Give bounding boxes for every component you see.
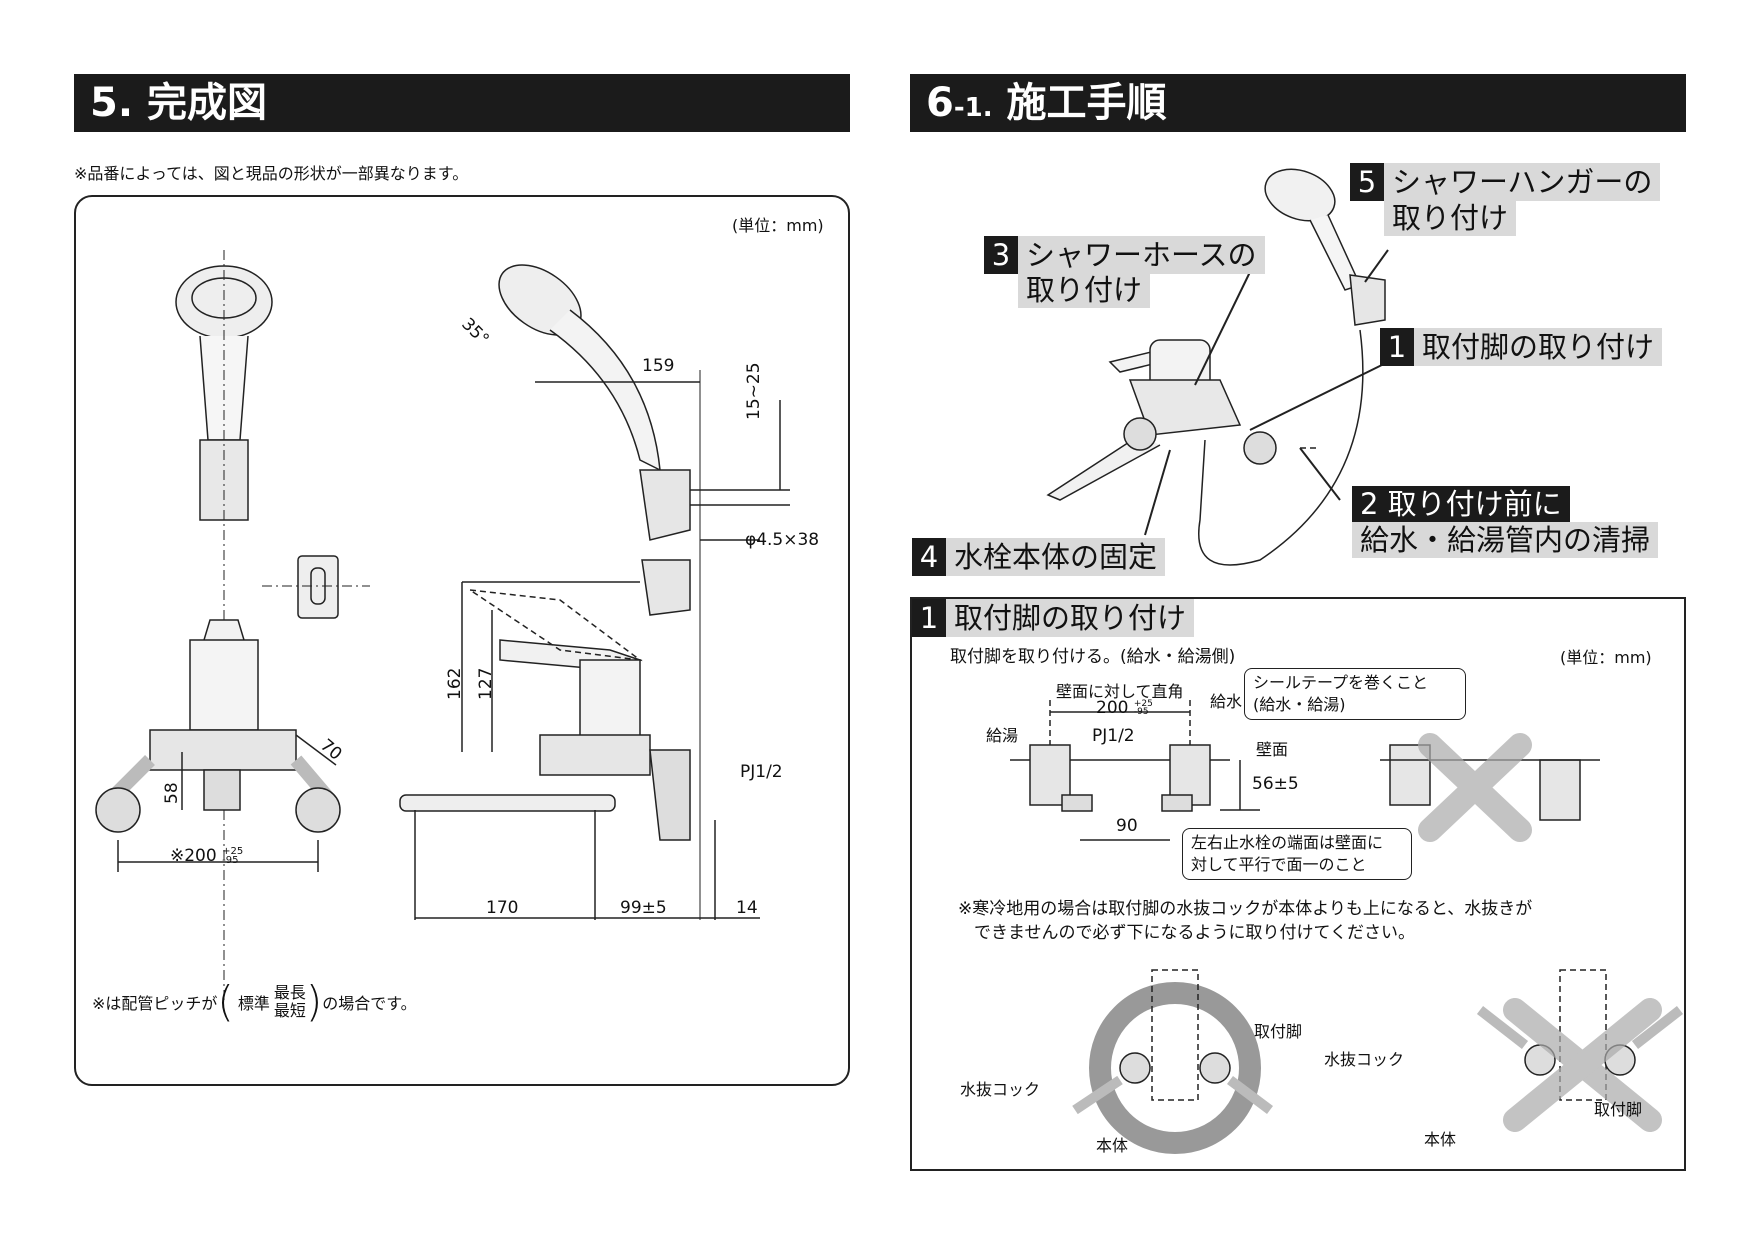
label-body-correct: 本体 bbox=[1096, 1136, 1129, 1155]
label-56: 56±5 bbox=[1252, 774, 1299, 794]
section-sub-number: -1. bbox=[953, 93, 993, 123]
hanger-bracket bbox=[297, 555, 339, 619]
section-5-header: 5. 完成図 bbox=[74, 74, 850, 132]
label-drain-wrong: 水抜コック bbox=[1324, 1050, 1405, 1069]
label-perpendicular: 壁面に対して直角 bbox=[1056, 682, 1184, 701]
label-supply: 給水 bbox=[1210, 692, 1243, 711]
wrong-leg-cold bbox=[1539, 759, 1581, 821]
cross-mark-1 bbox=[1418, 733, 1532, 842]
label-body-wrong: 本体 bbox=[1424, 1130, 1457, 1149]
label-200: 200 +25 -95 bbox=[1096, 698, 1153, 718]
section-6-1-header: 6-1. 施工手順 bbox=[910, 74, 1686, 132]
callout-parallel: 左右止水栓の端面は壁面に 対して平行で面一のこと bbox=[1182, 828, 1412, 880]
correct-orientation-ring bbox=[1089, 982, 1261, 1154]
detail-subtitle: 取付脚を取り付ける。(給水・給湯側) bbox=[950, 647, 1236, 667]
unit-label: (単位：mm) bbox=[732, 216, 824, 235]
section-number: 6 bbox=[926, 80, 954, 126]
step-5-label-line2: 取り付け bbox=[1384, 200, 1517, 236]
section-title: 施工手順 bbox=[1006, 80, 1167, 126]
product-variation-note: ※品番によっては、図と現品の形状が一部異なります。 bbox=[74, 164, 469, 183]
dim-pj: PJ1/2 bbox=[740, 762, 783, 782]
leg-left-front bbox=[95, 787, 141, 833]
dim-159: 159 bbox=[642, 356, 675, 376]
spout bbox=[399, 794, 616, 812]
cross-mark-2 bbox=[1503, 998, 1662, 1132]
label-leg-correct: 取付脚 bbox=[1254, 1022, 1303, 1041]
shower-hose bbox=[1198, 329, 1364, 566]
shower-holder-side bbox=[639, 469, 691, 541]
dim-170: 170 bbox=[486, 898, 519, 918]
dim-screw: φ4.5×38 bbox=[745, 530, 820, 550]
label-drain-correct: 水抜コック bbox=[960, 1080, 1041, 1099]
shower-hanger bbox=[1349, 274, 1386, 326]
dim-14: 14 bbox=[736, 898, 758, 918]
detail-unit: (単位：mm) bbox=[1560, 648, 1652, 667]
step-2-label-line2: 給水・給湯管内の清掃 bbox=[1352, 522, 1659, 558]
step-3-label-line2: 取り付け bbox=[1018, 272, 1151, 308]
label-hot: 給湯 bbox=[986, 726, 1019, 745]
section-title: 完成図 bbox=[146, 80, 267, 126]
label-pj: PJ1/2 bbox=[1092, 726, 1135, 746]
cold-region-note-2: できませんので必ず下になるように取り付けてください。 bbox=[974, 923, 1415, 943]
callout-seal-tape: シールテープを巻くこと (給水・給湯) bbox=[1244, 668, 1466, 720]
cold-region-note-1: ※寒冷地用の場合は取付脚の水抜コックが本体よりも上になると、水抜きが bbox=[958, 899, 1533, 919]
step-1-detail-frame bbox=[910, 597, 1686, 1171]
leg-right bbox=[1243, 431, 1277, 465]
label-wall: 壁面 bbox=[1256, 740, 1289, 759]
shower-head bbox=[1264, 168, 1336, 222]
pipe-pitch-footnote: ※は配管ピッチが ( 標準 最長 最短 ) の場合です。 bbox=[92, 977, 417, 1026]
spout bbox=[1046, 434, 1161, 501]
completion-drawing-frame bbox=[74, 195, 850, 1086]
leg-right-front bbox=[295, 787, 341, 833]
section-number: 5. bbox=[90, 80, 134, 126]
label-90: 90 bbox=[1116, 816, 1138, 836]
label-leg-wrong: 取付脚 bbox=[1594, 1100, 1643, 1119]
dim-200: ※200 +25 -95 bbox=[170, 846, 244, 866]
leg-left bbox=[1123, 417, 1157, 451]
step-2-label: 2 取り付け前に bbox=[1352, 486, 1570, 522]
dim-99: 99±5 bbox=[620, 898, 667, 918]
